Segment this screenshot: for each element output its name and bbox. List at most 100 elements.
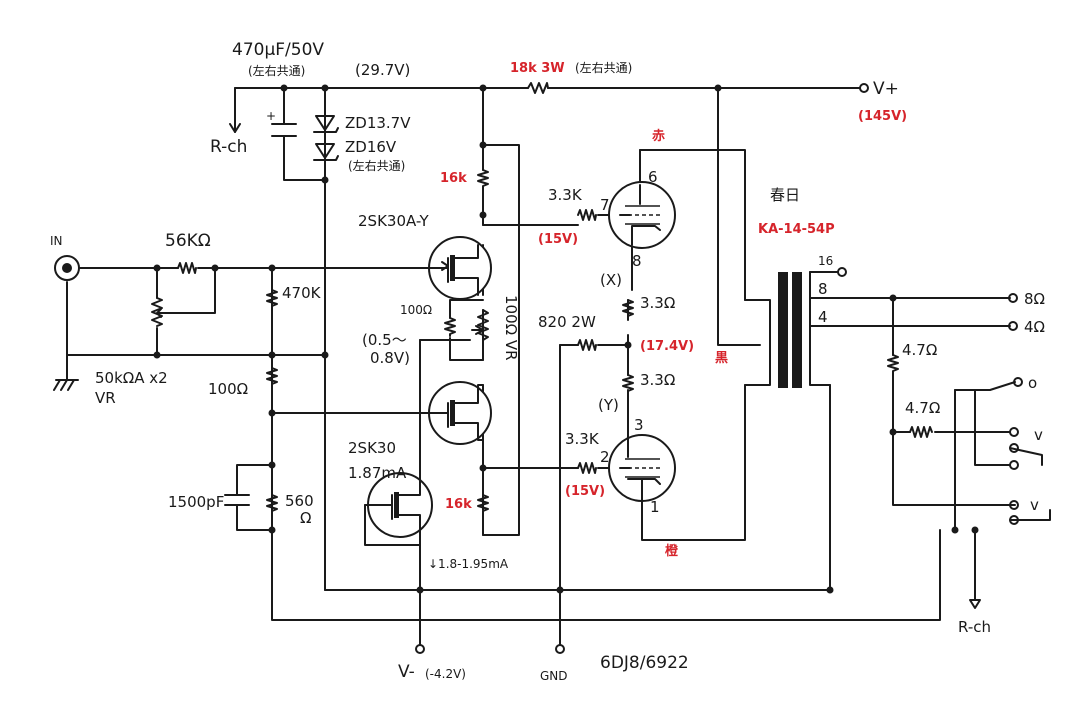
out8-terminal: [1008, 293, 1018, 303]
input-vr-wiper: [156, 308, 166, 318]
label-r47-top: 4.7Ω: [902, 341, 937, 359]
label-r470k: 470K: [282, 284, 322, 302]
junctions: [153, 84, 979, 594]
label-zd2: ZD16V: [345, 138, 397, 156]
label-dai: 橙: [665, 543, 679, 559]
label-out4: 4Ω: [1024, 318, 1045, 336]
resistors: [151, 82, 933, 516]
ground-symbol: [53, 379, 79, 391]
vr-wiper-arrow: [471, 325, 484, 335]
label-r16k-top: 16k: [440, 171, 467, 186]
resistor-16k-bot: [477, 494, 489, 516]
label-v15-top: (15V): [538, 232, 578, 247]
label-rch-bot: R-ch: [958, 618, 991, 636]
capacitor-470uf: [271, 123, 297, 137]
resistor-820: [577, 339, 597, 351]
label-out8: 8Ω: [1024, 290, 1045, 308]
labels: 470μF/50V (左右共通) R-ch (29.7V) ZD13.7V ZD…: [50, 40, 1045, 683]
label-kasuga: 春日: [770, 186, 800, 204]
label-c1500: 1500pF: [168, 493, 224, 511]
label-vr-a: 50kΩA x2: [95, 369, 168, 387]
label-sw-v2: v: [1030, 496, 1039, 514]
label-v145: (145V): [858, 109, 907, 124]
label-gnd: GND: [540, 669, 568, 683]
label-r33k-bot: 3.3K: [565, 430, 600, 448]
gnd-terminal: [555, 644, 565, 654]
label-i-range: ↓1.8-1.95mA: [428, 557, 509, 571]
label-r33b: 3.3Ω: [640, 371, 675, 389]
label-y: (Y): [598, 396, 619, 414]
label-tap4: 4: [818, 308, 828, 326]
label-cap-note: (左右共通): [248, 63, 305, 78]
label-r560u: Ω: [300, 509, 311, 527]
label-tap16: 16: [818, 254, 833, 268]
resistor-18k: [527, 82, 549, 94]
resistor-vr100: [477, 309, 489, 346]
resistor-100: [266, 367, 278, 389]
out4-terminal: [1008, 321, 1018, 331]
label-rch-top: R-ch: [210, 137, 247, 157]
output-transformer: [744, 271, 831, 388]
label-v174: (17.4V): [640, 339, 694, 354]
label-vminus: V-: [398, 662, 415, 682]
label-r820: 820 2W: [538, 313, 596, 331]
resistor-vr-input: [151, 297, 163, 327]
resistor-3k3-bot: [577, 462, 597, 474]
label-x: (X): [600, 271, 622, 289]
vplus-terminal: [859, 83, 869, 93]
label-zd-note: (左右共通): [348, 158, 405, 173]
label-zd1: ZD13.7V: [345, 114, 411, 132]
wires: [66, 87, 1051, 646]
label-v15-bot: (15V): [565, 484, 605, 499]
label-pin7: 7: [600, 196, 610, 214]
label-in: IN: [50, 234, 63, 248]
label-vr-b: VR: [95, 389, 116, 407]
label-fet-top: 2SK30A-Y: [358, 212, 430, 230]
label-pin2: 2: [600, 448, 610, 466]
fets: [364, 236, 492, 546]
resistor-3r3-b: [622, 374, 634, 392]
resistor-100-trim: [444, 317, 456, 337]
label-r18k: 18k 3W: [510, 61, 565, 76]
label-r16k-bot: 16k: [445, 497, 472, 512]
zener-13v7: [315, 115, 335, 131]
label-pin1: 1: [650, 498, 660, 516]
resistor-4r7-top: [887, 354, 899, 376]
label-r47-mid: 4.7Ω: [905, 399, 940, 417]
label-r56k: 56KΩ: [165, 231, 211, 251]
resistor-56k: [177, 262, 197, 274]
label-tube: 6DJ8/6922: [600, 653, 689, 673]
label-fet-cs: 2SK30: [348, 439, 396, 457]
resistor-3r3-a: [622, 299, 634, 317]
label-sw-o: o: [1028, 374, 1037, 392]
label-r33k-top: 3.3K: [548, 186, 583, 204]
label-v297: (29.7V): [355, 61, 410, 79]
label-r560: 560: [285, 492, 314, 510]
label-vr100: 100Ω VR: [502, 295, 520, 361]
label-v08: 0.8V): [370, 349, 410, 367]
label-trans: KA-14-54P: [758, 222, 835, 237]
zener-diodes: [313, 115, 339, 161]
label-pin6: 6: [648, 168, 658, 186]
label-r18k-note: (左右共通): [575, 60, 632, 75]
label-pin3: 3: [634, 416, 644, 434]
label-vplus: V+: [873, 79, 899, 99]
label-v42: (-4.2V): [425, 667, 466, 681]
capacitor-1500pf: [224, 494, 250, 506]
label-r33a: 3.3Ω: [640, 294, 675, 312]
zener-16v: [315, 143, 335, 159]
input-jack: [54, 255, 80, 281]
resistor-3k3-top: [577, 209, 597, 221]
label-tap8: 8: [818, 280, 828, 298]
label-sw-v1: v: [1034, 426, 1043, 444]
tap16-terminal: [837, 267, 847, 277]
vminus-terminal: [415, 644, 425, 654]
label-kuro: 黒: [715, 350, 728, 366]
svg-text:+: +: [266, 109, 276, 123]
label-cap-top: 470μF/50V: [232, 40, 324, 60]
resistor-470k: [266, 289, 278, 311]
capacitors: +: [224, 109, 297, 506]
label-pin8: 8: [632, 252, 642, 270]
